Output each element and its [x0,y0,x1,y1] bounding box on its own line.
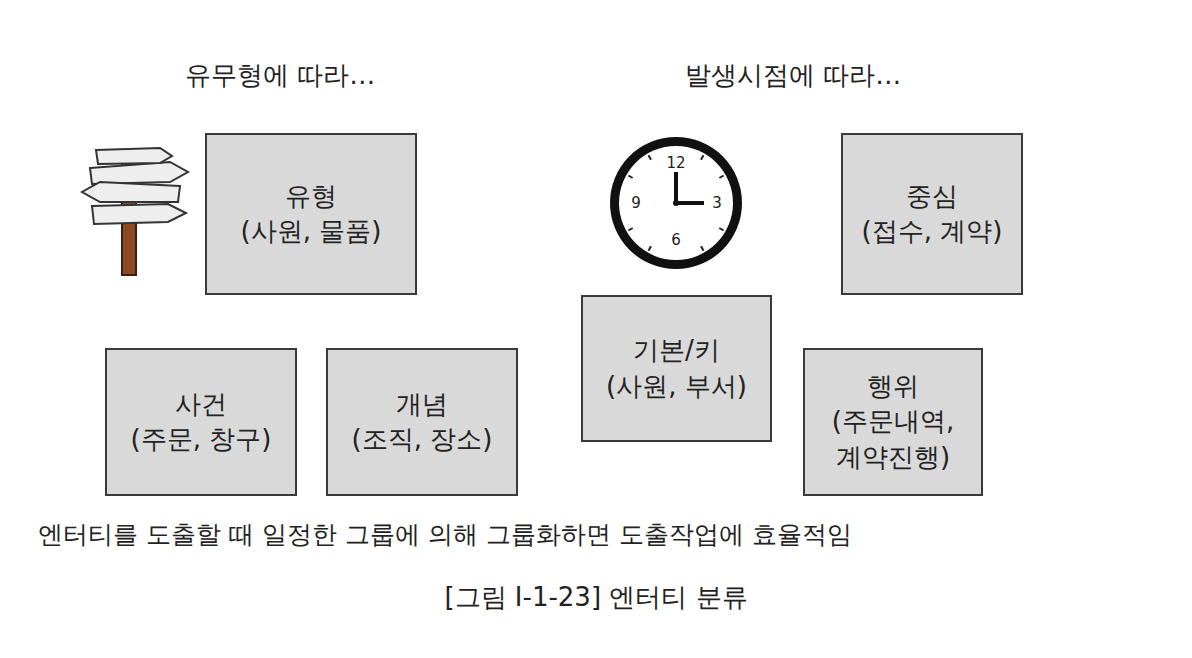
entity-examples: (주문내역, 계약진행) [815,404,971,474]
entity-title: 기본/키 [633,333,720,368]
entity-box: 기본/키(사원, 부서) [581,295,772,442]
signpost-icon [82,148,188,275]
clock-tick [628,176,632,179]
clock-tick [649,246,652,250]
clock-tick [719,176,723,179]
group-heading: 발생시점에 따라… [685,58,901,93]
entity-title: 유형 [285,179,337,214]
group-heading: 유무형에 따라… [185,58,375,93]
clock-tick [719,228,723,231]
clock-number: 12 [666,154,685,172]
entity-examples: (사원, 물품) [241,214,382,249]
clock-tick [628,228,632,231]
entity-examples: (주문, 창구) [131,422,272,457]
clock-icon [610,137,742,269]
entity-title: 중심 [906,179,958,214]
entity-title: 사건 [175,387,227,422]
clock-tick [701,155,704,159]
clock-number: 3 [712,194,722,212]
entity-box: 중심(접수, 계약) [841,133,1023,295]
entity-box: 개념(조직, 장소) [326,348,518,496]
entity-box: 사건(주문, 창구) [105,348,297,496]
note-text: 엔터티를 도출할 때 일정한 그룹에 의해 그룹화하면 도출작업에 효율적임 [38,518,852,551]
clock-number: 9 [631,194,641,212]
clock-tick [649,155,652,159]
entity-examples: (조직, 장소) [352,422,493,457]
entity-box: 행위(주문내역, 계약진행) [803,348,983,496]
figure-caption: [그림 Ⅰ-1-23] 엔터티 분류 [444,580,747,615]
entity-title: 개념 [396,387,448,422]
clock-tick [701,246,704,250]
entity-box: 유형(사원, 물품) [205,133,417,295]
entity-examples: (접수, 계약) [862,214,1003,249]
entity-examples: (사원, 부서) [606,369,747,404]
entity-title: 행위 [867,369,919,404]
clock-number: 6 [671,231,681,249]
